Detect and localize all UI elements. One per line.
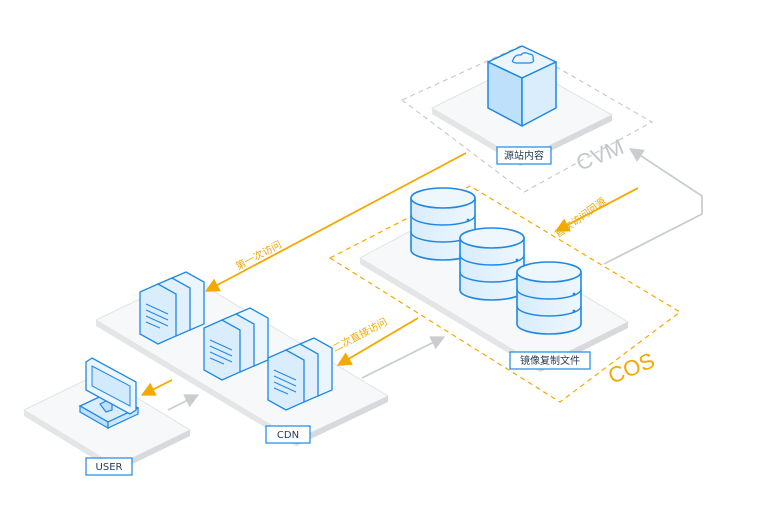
user-label: USER — [96, 462, 123, 473]
cvm-zone-border — [400, 45, 654, 193]
cdn-label: CDN — [277, 430, 299, 441]
database-icon — [516, 261, 582, 335]
user-to-cdn-arrow — [167, 394, 200, 411]
cdn-to-cos-arrow — [361, 336, 446, 379]
server-rack-icon — [203, 307, 269, 381]
server-rack-icon — [139, 271, 205, 345]
database-icon — [410, 187, 476, 261]
user-label-box: USER — [85, 457, 133, 476]
user-platform-side-left — [24, 410, 116, 472]
mirror-label-box: 镜像复制文件 — [509, 351, 591, 370]
second-visit-arrow — [336, 317, 419, 366]
cdn-platform-side-right — [296, 396, 388, 446]
mirror-label: 镜像复制文件 — [520, 354, 580, 367]
cdn-platform-side-left — [96, 320, 296, 446]
back-to-source-label: 首次访问回源 — [552, 195, 608, 241]
monitor-icon — [78, 357, 140, 430]
cos-to-cvm-arrow — [603, 148, 703, 265]
cdn-to-user-arrow — [140, 379, 173, 396]
first-visit-label: 第一次访问 — [233, 238, 283, 273]
cos-zone-label: COS — [605, 348, 659, 389]
server-cloud-icon — [487, 45, 557, 127]
cvm-zone-label: CVM — [573, 134, 628, 175]
origin-label-box: 源站内容 — [496, 146, 552, 165]
origin-label: 源站内容 — [504, 149, 544, 162]
cos-zone-border — [328, 185, 682, 403]
cdn-label-box: CDN — [265, 425, 311, 444]
first-visit-arrow — [204, 152, 467, 292]
database-icon — [459, 227, 525, 301]
server-rack-icon — [267, 337, 333, 411]
back-to-source-arrow — [554, 187, 639, 232]
cos-platform-side-left — [360, 258, 540, 372]
user-platform-side-right — [116, 430, 190, 472]
second-visit-label: 二次直接访问 — [330, 315, 389, 355]
